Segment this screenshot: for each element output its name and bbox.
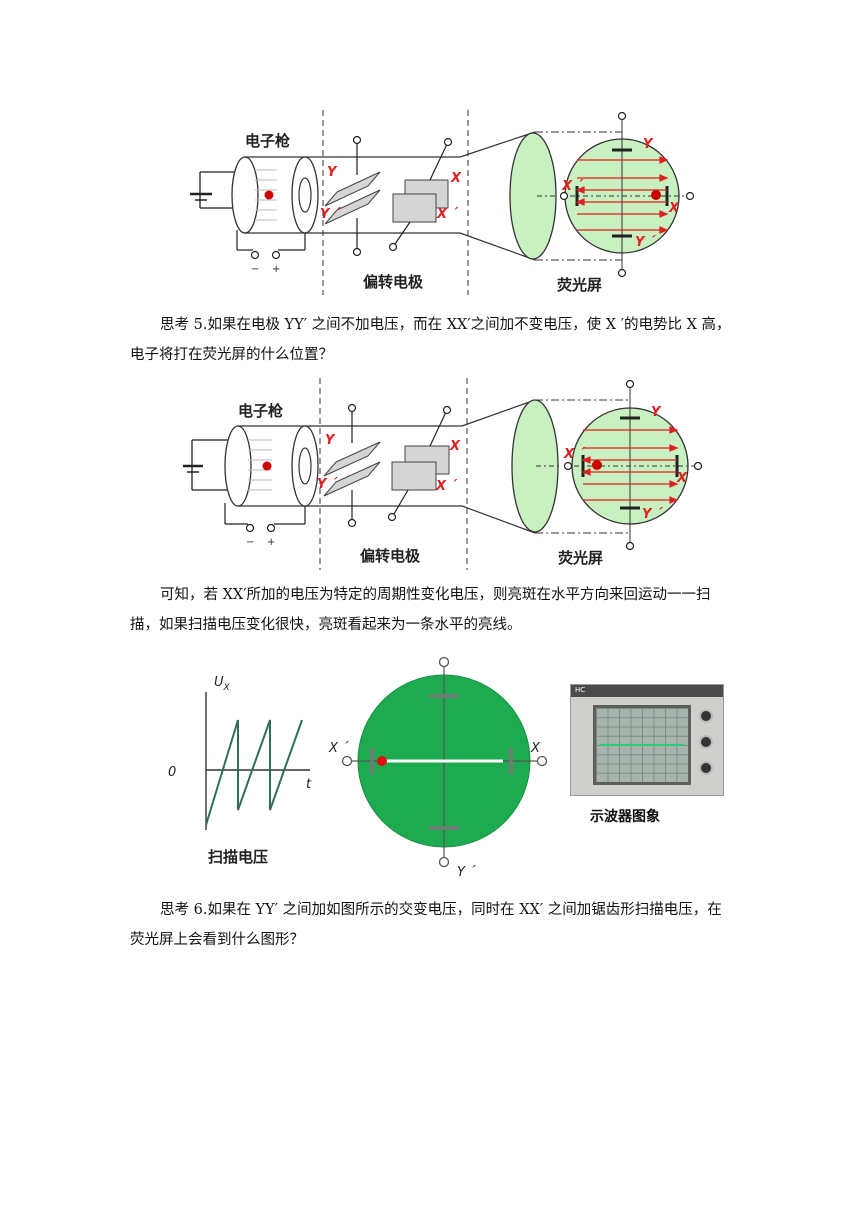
oscilloscope-photo-caption: 示波器图象 [590,809,660,825]
ux-axis-label: UX [214,675,231,693]
oscilloscope-trace [600,744,684,746]
scan-explanation-paragraph: 可知，若 XX′所加的电压为特定的周期性变化电压，则亮斑在水平方向来回运动一一扫… [130,587,711,633]
battery-minus-label: − [246,537,254,548]
deflection-plates: Y Y ´ X X ´ 偏转电极 [320,135,462,291]
oscilloscope-diagram-2: − + 电子枪 Y Y ´ X X ´ 偏转电极 [183,378,703,570]
screen-spot [651,190,661,200]
screen-x-label: X [676,471,688,486]
oscilloscope-diagram-1: − + 电子枪 Y Y ´ X X ´ 偏转电极 [190,110,695,295]
plate-x-prime-label: X ´ [436,207,460,222]
plate-y-prime-label: Y ´ [317,477,339,492]
plate-x-label: X [449,439,461,454]
battery-plus-label: + [267,537,275,548]
deflection-plates: Y Y ´ X X ´ 偏转电极 [317,403,461,565]
plate-x-prime-label: X ´ [435,479,459,494]
knob-icon [699,761,713,775]
screen-y-prime-label: Y ´ [457,865,476,880]
question-6-paragraph: 思考 6.如果在 YY′ 之间加如图所示的交变电压，同时在 XX′ 之间加锯齿形… [130,902,722,948]
sweep-voltage-graph: UX 0 t 扫描电压 [168,675,312,866]
screen-spot [592,460,602,470]
question-5-paragraph: 思考 5.如果在电极 YY′ 之间不加电压，而在 XX′之间加不变电压，使 X … [130,317,731,363]
t-axis-label: t [306,777,312,792]
photo-brand: HC [575,686,586,694]
origin-label: 0 [168,765,176,780]
deflection-plates-label: 偏转电极 [360,547,421,565]
plate-x-label: X [450,171,462,186]
knob-icon [699,709,713,723]
oscilloscope-photo: HC [570,684,724,796]
electron-gun: − + 电子枪 [190,132,319,275]
electron-gun: − + 电子枪 [183,402,319,548]
plate-y-prime-label: Y ´ [320,207,342,222]
screen-label: 荧光屏 [558,549,603,567]
knob-icon [699,735,713,749]
horizontal-line-screen: X ´ X Y ´ [328,656,548,880]
electron-gun-label: 电子枪 [245,132,290,150]
battery-minus-label: − [251,264,259,275]
screen-front-view: Y Y ´ X ´ X [537,111,695,278]
sawtooth-wave [205,719,303,826]
screen-y-prime-label: Y ´ [642,507,664,522]
electron-source-spot [264,190,274,200]
screen-x-prime-label: X ´ [328,741,349,756]
screen-x-prime-label: X ´ [563,447,587,462]
screen-spot [377,756,387,766]
sweep-voltage-caption: 扫描电压 [208,848,268,866]
battery-plus-label: + [272,264,280,275]
deflection-plates-label: 偏转电极 [363,273,424,291]
electron-gun-label: 电子枪 [238,402,283,420]
screen-y-prime-label: Y ´ [635,235,657,250]
oscilloscope-screen [593,705,691,785]
screen-label: 荧光屏 [557,276,602,294]
plate-y-label: Y [325,433,336,448]
plate-y-label: Y [327,165,338,180]
screen-x-label: X [530,741,541,756]
electron-source-spot [262,461,272,471]
screen-y-label: Y [651,405,662,420]
screen-front-view: Y Y ´ X ´ X [536,379,703,551]
screen-y-label: Y [643,137,654,152]
screen-x-prime-label: X ´ [561,179,585,194]
screen-x-label: X [668,201,680,216]
screen-side-view [509,132,557,260]
